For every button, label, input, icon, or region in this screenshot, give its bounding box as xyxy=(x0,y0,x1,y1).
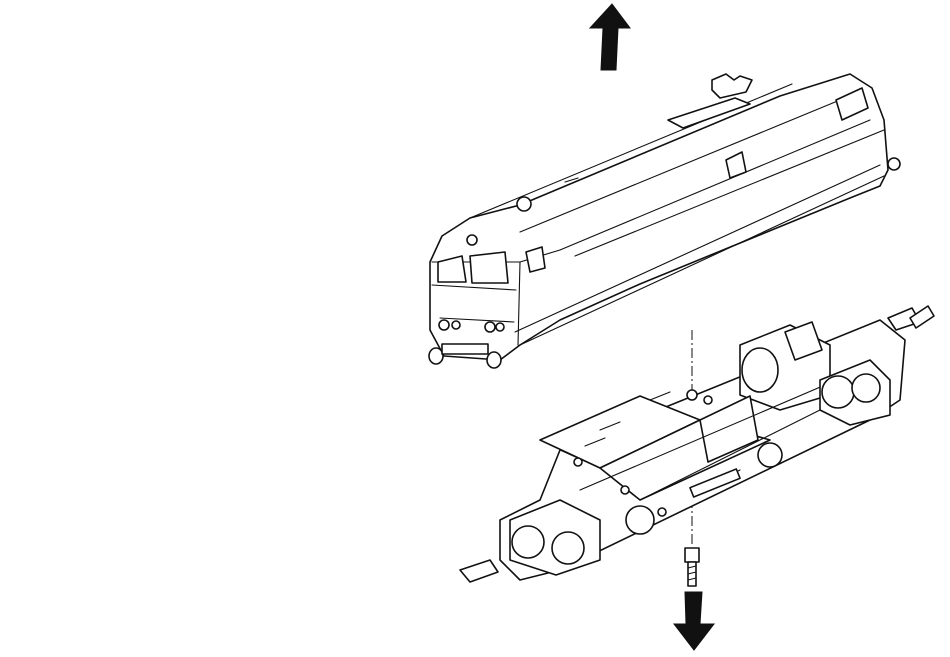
locomotive-body-shell xyxy=(429,74,900,368)
remove-down-arrow xyxy=(674,592,714,650)
mounting-screw xyxy=(685,548,699,586)
lift-up-arrow xyxy=(590,4,630,70)
chassis xyxy=(460,306,934,582)
